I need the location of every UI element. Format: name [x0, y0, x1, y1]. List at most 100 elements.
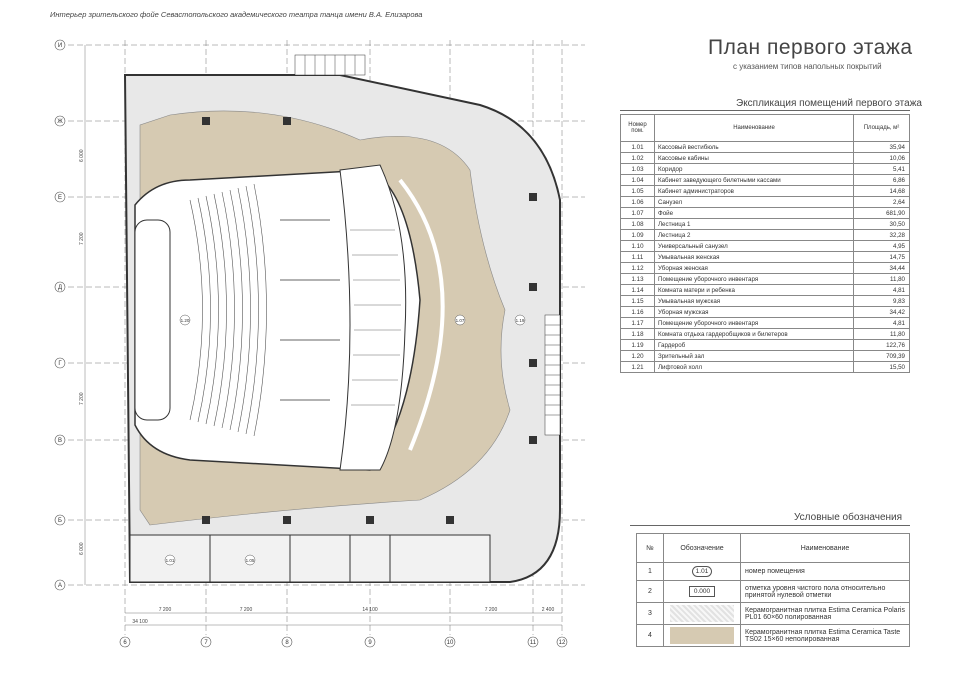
axis-label-col: 6 [123, 640, 127, 646]
room-area-cell: 122,76 [853, 339, 910, 351]
room-name-cell: Кассовые кабины [654, 152, 854, 164]
legend-row: 3 Керамогранитная плитка Estima Ceramica… [636, 602, 910, 625]
table-header-row: № Обозначение Наименование [636, 533, 910, 563]
legend-number: 2 [636, 580, 664, 603]
dimension-label: 6 000 [79, 542, 85, 555]
axis-label-row: Д [58, 285, 62, 291]
room-name-cell: Умывальная женская [654, 251, 854, 263]
room-area-cell: 11,80 [853, 328, 910, 340]
left-dimensions: 6 000 7 200 7 200 6 000 [79, 45, 86, 585]
room-name-cell: Помещение уборочного инвентаря [654, 317, 854, 329]
explication-title: Экспликация помещений первого этажа [736, 98, 922, 109]
room-name-cell: Комната матери и ребенка [654, 284, 854, 296]
legend-number: 1 [636, 562, 664, 581]
room-area-cell: 6,86 [853, 174, 910, 186]
room-number-cell: 1.15 [620, 295, 655, 307]
table-header-row: Номер пом. Наименование Площадь, м² [620, 114, 910, 142]
room-number-cell: 1.16 [620, 306, 655, 318]
room-name-cell: Зрительный зал [654, 350, 854, 362]
legend-text: Керамогранитная плитка Estima Ceramica T… [740, 624, 910, 647]
legend-rule [630, 525, 910, 526]
room-number-cell: 1.21 [620, 361, 655, 373]
room-number: 1.07 [456, 318, 465, 323]
structural-columns [202, 117, 537, 524]
dimension-label: 7 200 [159, 607, 172, 613]
row-axis-markers: И Ж Е Д Г В Б А [54, 39, 66, 591]
room-name-cell: Комната отдыха гардеробщиков и билетеров [654, 328, 854, 340]
room-area-cell: 5,41 [853, 163, 910, 175]
room-area-cell: 4,81 [853, 284, 910, 296]
room-number: 1.20 [181, 318, 190, 323]
polished-tile-swatch [670, 605, 734, 622]
room-number-cell: 1.12 [620, 262, 655, 274]
room-number-cell: 1.19 [620, 339, 655, 351]
room-area-cell: 2,64 [853, 196, 910, 208]
axis-label-col: 11 [530, 640, 537, 646]
legend-row: 4 Керамогранитная плитка Estima Ceramica… [636, 624, 910, 647]
axis-label-col: 12 [559, 640, 566, 646]
room-number-cell: 1.03 [620, 163, 655, 175]
room-number-cell: 1.06 [620, 196, 655, 208]
room-name-cell: Кабинет заведующего билетными кассами [654, 174, 854, 186]
room-area-cell: 34,44 [853, 262, 910, 274]
axis-label-col: 8 [285, 640, 289, 646]
stair-top [294, 54, 366, 76]
room-area-cell: 34,42 [853, 306, 910, 318]
room-labels: 1.20 1.07 1.19 1.01 1.05 [164, 314, 526, 566]
room-name-cell: Коридор [654, 163, 854, 175]
room-number: 1.05 [246, 558, 255, 563]
room-name-cell: Лифтовой холл [654, 361, 854, 373]
legend-number: 4 [636, 624, 664, 647]
room-number-cell: 1.13 [620, 273, 655, 285]
legend-text: номер помещения [740, 562, 910, 581]
legend-row: 1 1.01 номер помещения [636, 562, 910, 581]
axis-label-col: 10 [447, 640, 454, 646]
room-area-cell: 14,75 [853, 251, 910, 263]
stage [134, 219, 171, 421]
legend-header-symbol: Обозначение [663, 533, 741, 563]
room-number-cell: 1.08 [620, 218, 655, 230]
room-number-cell: 1.14 [620, 284, 655, 296]
toilet-stalls [350, 229, 401, 406]
dimension-label: 2 400 [542, 607, 555, 613]
toilet-block [339, 164, 407, 471]
room-name-cell: Санузел [654, 196, 854, 208]
room-area-cell: 11,80 [853, 273, 910, 285]
room-name-cell: Помещение уборочного инвентаря [654, 273, 854, 285]
dimension-label: 6 000 [79, 149, 85, 162]
col-axis-markers: 6 7 8 9 10 11 12 [119, 636, 568, 648]
room-area-cell: 35,94 [853, 141, 910, 153]
floor-plan: И Ж Е Д Г В Б А 6 7 8 9 10 11 12 7 200 7… [54, 39, 585, 648]
bottom-dimensions: 7 200 7 200 14 100 7 200 2 400 34 100 [125, 607, 562, 626]
room-name-cell: Кабинет администраторов [654, 185, 854, 197]
axis-label-row: Е [58, 195, 62, 201]
axis-label-row: И [58, 43, 62, 49]
room-number: 1.19 [516, 318, 525, 323]
room-name-cell: Универсальный санузел [654, 240, 854, 252]
room-number: 1.01 [166, 558, 175, 563]
hall-partitions [280, 219, 340, 401]
room-name-cell: Умывальная мужская [654, 295, 854, 307]
room-name-cell: Гардероб [654, 339, 854, 351]
dimension-label: 7 200 [240, 607, 253, 613]
header-number: Номер пом. [620, 114, 655, 142]
level-mark-symbol: 0.000 [688, 586, 716, 597]
room-number-cell: 1.18 [620, 328, 655, 340]
axis-label-row: А [58, 583, 62, 589]
legend-number: 3 [636, 602, 664, 625]
room-number-cell: 1.10 [620, 240, 655, 252]
legend-header-name: Наименование [740, 533, 910, 563]
room-area-cell: 4,81 [853, 317, 910, 329]
legend-title: Условные обозначения [794, 512, 903, 523]
